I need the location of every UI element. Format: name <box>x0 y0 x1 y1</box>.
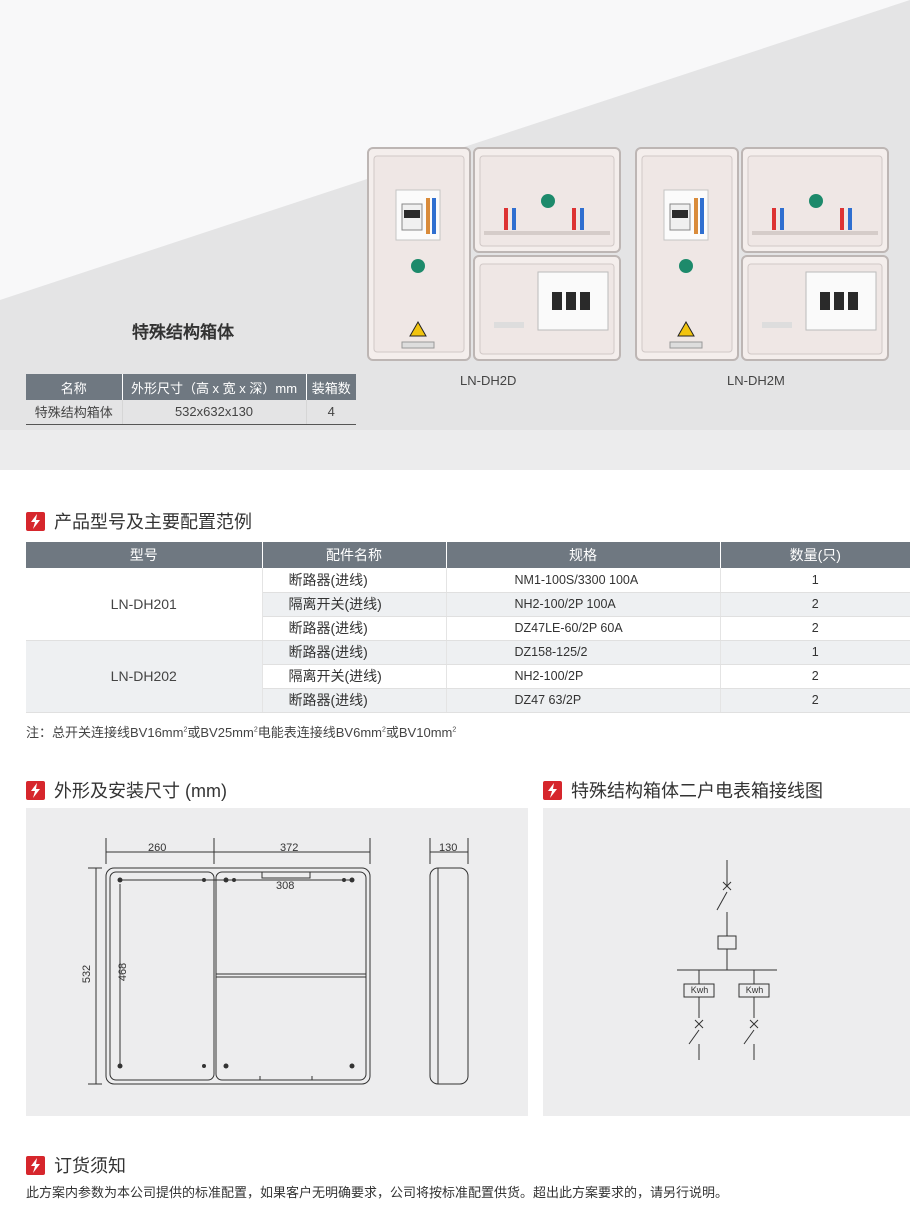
table-row: 断路器(进线) DZ47LE-60/2P 60A 2 <box>26 616 910 641</box>
meter-label: Kwh <box>745 985 764 995</box>
lightning-icon <box>543 780 562 800</box>
wiring-heading-text: 特殊结构箱体二户电表箱接线图 <box>571 781 823 801</box>
note-text: 或BV10mm <box>385 725 453 740</box>
spec-cell: NM1-100S/3300 100A <box>446 568 721 593</box>
part-cell: 断路器(进线) <box>262 688 447 713</box>
qty-cell: 2 <box>720 664 910 689</box>
note-text: 或BV25mm <box>187 725 254 740</box>
note-sup: 2 <box>452 726 457 734</box>
table-row: 隔离开关(进线) NH2-100/2P 100A 2 <box>26 592 910 617</box>
part-cell: 隔离开关(进线) <box>262 592 447 617</box>
table-row: LN-DH201 断路器(进线) NM1-100S/3300 100A 1 <box>26 568 910 641</box>
qty-cell: 2 <box>720 688 910 713</box>
part-cell: 隔离开关(进线) <box>262 664 447 689</box>
spec-header-size: 外形尺寸（高 x 宽 x 深）mm <box>122 374 307 400</box>
table-row: 隔离开关(进线) NH2-100/2P 2 <box>26 664 910 689</box>
qty-cell: 2 <box>720 616 910 641</box>
dim-label-mount: 468 <box>117 962 130 982</box>
part-cell: 断路器(进线) <box>262 568 447 593</box>
order-text: 此方案内参数为本公司提供的标准配置，如果客户无明确要求，公司将按标准配置供货。超… <box>26 1185 729 1200</box>
config-header-spec: 规格 <box>446 542 721 568</box>
config-note: 注：总开关连接线BV16mm2或BV25mm2电能表连接线BV6mm2或BV10… <box>26 722 456 741</box>
table-row: 断路器(进线) DZ47 63/2P 2 <box>26 688 910 713</box>
dim-label-height: 532 <box>81 964 94 984</box>
wiring-heading: 特殊结构箱体二户电表箱接线图 <box>543 777 823 803</box>
spec-cell: DZ47 63/2P <box>446 688 721 713</box>
model-cell: LN-DH201 <box>26 568 263 641</box>
dimensions-heading: 外形及安装尺寸 (mm) <box>26 777 227 803</box>
qty-cell: 2 <box>720 592 910 617</box>
spec-cell-count: 4 <box>306 400 356 425</box>
wiring-diagram <box>677 860 777 1060</box>
wiring-diagram-panel: Kwh Kwh <box>543 808 910 1116</box>
order-heading-text: 订货须知 <box>54 1156 126 1176</box>
spec-cell: DZ47LE-60/2P 60A <box>446 616 721 641</box>
note-sup: 2 <box>253 726 258 734</box>
dim-label-inner: 308 <box>276 880 295 892</box>
hero-title: 特殊结构箱体 <box>132 323 234 342</box>
hero-section: 特殊结构箱体 名称 外形尺寸（高 x 宽 x 深）mm 装箱数 特殊结构箱体 5… <box>0 0 910 470</box>
qty-cell: 1 <box>720 640 910 665</box>
qty-cell: 1 <box>720 568 910 593</box>
dim-label-w2: 372 <box>280 842 299 854</box>
config-header-part: 配件名称 <box>262 542 447 568</box>
product-caption-dh2m: LN-DH2M <box>727 373 785 388</box>
spec-header-count: 装箱数 <box>306 374 356 400</box>
product-caption-dh2d: LN-DH2D <box>460 373 517 388</box>
part-cell: 断路器(进线) <box>262 616 447 641</box>
dimension-drawing <box>88 838 469 1085</box>
dim-label-depth: 130 <box>439 842 458 854</box>
spec-cell: NH2-100/2P <box>446 664 721 689</box>
part-cell: 断路器(进线) <box>262 640 447 665</box>
lightning-icon <box>26 511 45 531</box>
config-header-qty: 数量(只) <box>720 542 910 568</box>
product-illustration <box>367 147 889 361</box>
note-sup: 2 <box>183 726 188 734</box>
config-heading-text: 产品型号及主要配置范例 <box>54 512 252 532</box>
table-row: LN-DH202 断路器(进线) DZ158-125/2 1 <box>26 640 910 713</box>
spec-table: 名称 外形尺寸（高 x 宽 x 深）mm 装箱数 特殊结构箱体 532x632x… <box>26 374 356 425</box>
dimensions-heading-text: 外形及安装尺寸 (mm) <box>54 781 227 801</box>
dim-label-w1: 260 <box>148 842 167 854</box>
dimension-drawing-panel: 260 372 308 532 468 130 <box>26 808 528 1116</box>
spec-header-name: 名称 <box>26 374 123 400</box>
spec-cell: DZ158-125/2 <box>446 640 721 665</box>
lightning-icon <box>26 780 45 800</box>
config-table: 型号 配件名称 规格 数量(只) LN-DH201 断路器(进线) NM1-10… <box>26 542 910 713</box>
config-heading: 产品型号及主要配置范例 <box>26 508 252 534</box>
note-text: 注：总开关连接线BV16mm <box>26 725 184 740</box>
spec-cell-name: 特殊结构箱体 <box>26 400 123 425</box>
lightning-icon <box>26 1155 45 1175</box>
spec-cell: NH2-100/2P 100A <box>446 592 721 617</box>
spec-cell-size: 532x632x130 <box>122 400 307 425</box>
order-heading: 订货须知 <box>26 1152 126 1178</box>
config-header-model: 型号 <box>26 542 263 568</box>
note-sup: 2 <box>381 726 386 734</box>
hero-bottom-band <box>0 430 910 470</box>
note-text: 电能表连接线BV6mm <box>257 725 382 740</box>
meter-label: Kwh <box>690 985 709 995</box>
model-cell: LN-DH202 <box>26 640 263 713</box>
